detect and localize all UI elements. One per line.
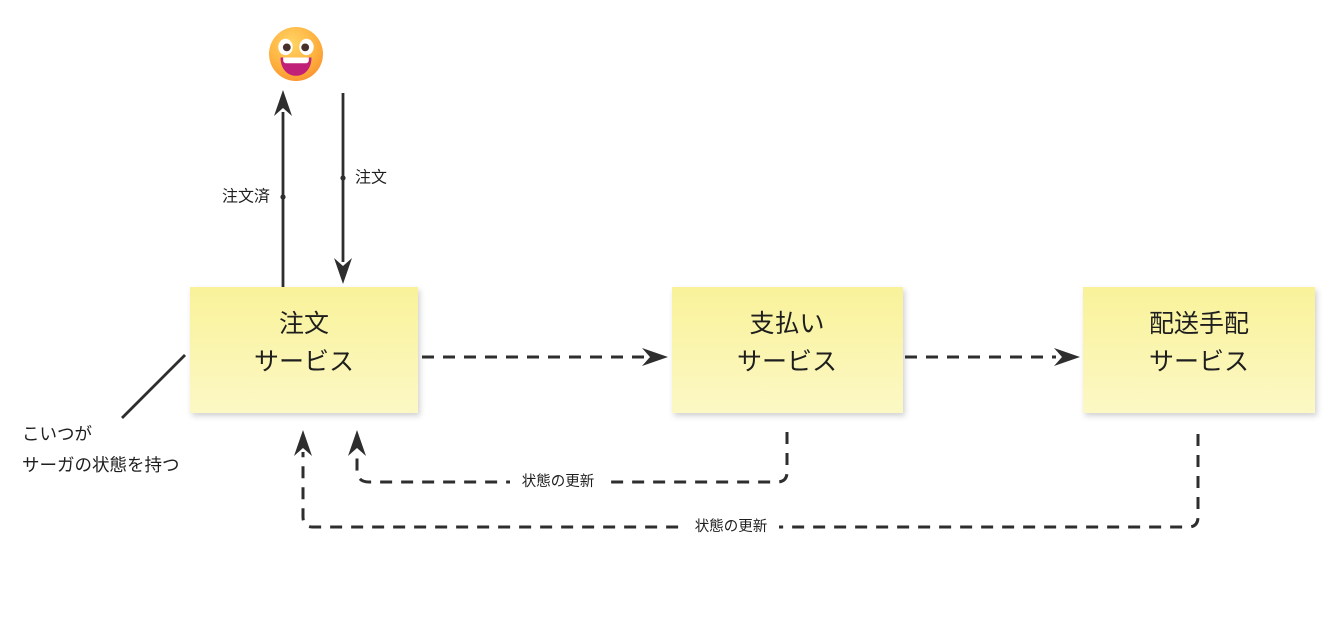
label-backdrop: [510, 471, 606, 493]
node-payment-service-label-2: サービス: [737, 348, 837, 376]
label-anchor-dot: [280, 194, 286, 200]
node-order-service-label-2: サービス: [254, 348, 354, 376]
label-backdrop: [683, 516, 779, 538]
arrowhead-up-icon: [294, 430, 312, 456]
arrowhead-up-icon: [274, 90, 292, 116]
edge-label-status-update-2: 状態の更新: [695, 518, 768, 535]
edge-label-order: 注文: [355, 169, 387, 187]
arrowhead-right-icon: [1054, 348, 1080, 366]
node-order-service-rect: [190, 287, 418, 413]
node-order-service-label-1: 注文: [279, 310, 329, 338]
emoji-left-pupil: [282, 43, 291, 52]
arrowhead-down-icon: [334, 258, 352, 284]
emoji-teeth: [283, 57, 309, 64]
arrowhead-right-icon: [642, 348, 668, 366]
annotation-line-2: サーガの状態を持つ: [22, 455, 180, 475]
annotation-saga-state: こいつが サーガの状態を持つ: [22, 354, 186, 475]
node-payment-service-label-1: 支払い: [749, 310, 824, 338]
node-delivery-service-rect: [1083, 287, 1315, 413]
node-payment-service: 支払い サービス: [672, 287, 903, 413]
arrow-ordered-up: [274, 90, 292, 287]
edge-label-ordered: 注文済: [222, 188, 270, 206]
node-delivery-service-label-1: 配送手配: [1149, 310, 1249, 338]
arrow-order-down: [334, 93, 352, 284]
node-delivery-service: 配送手配 サービス: [1083, 287, 1315, 413]
node-order-service: 注文 サービス: [190, 287, 418, 413]
emoji-right-pupil: [301, 43, 310, 52]
label-anchor-dot: [340, 175, 346, 181]
annotation-pointer-line: [121, 354, 186, 419]
arrowhead-up-icon: [348, 430, 366, 456]
customer-emoji-icon: [269, 27, 323, 81]
arrow-status-update-delivery: 状態の更新: [294, 430, 1200, 538]
edge-label-status-update-1: 状態の更新: [522, 473, 595, 490]
annotation-line-1: こいつが: [22, 424, 92, 444]
node-payment-service-rect: [672, 287, 903, 413]
arrow-payment-to-delivery: [905, 348, 1080, 366]
arrow-status-update-payment: 状態の更新: [348, 430, 789, 493]
arrow-order-to-payment: [422, 348, 668, 366]
node-delivery-service-label-2: サービス: [1149, 348, 1249, 376]
